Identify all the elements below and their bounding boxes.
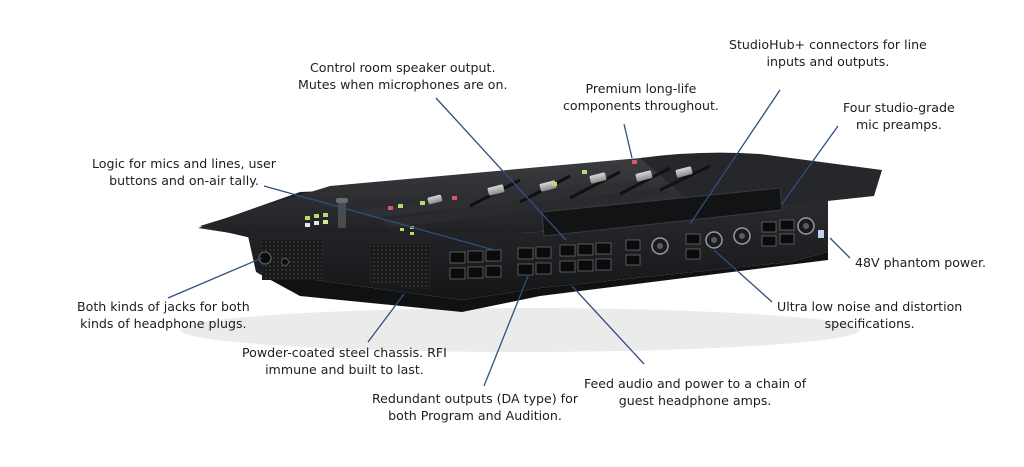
callout-phantom: 48V phantom power. — [855, 254, 986, 271]
callout-studiohub: StudioHub+ connectors for line inputs an… — [729, 36, 927, 70]
callout-line: Redundant outputs (DA type) for — [372, 391, 579, 406]
callout-chassis: Powder-coated steel chassis. RFI immune … — [242, 344, 447, 378]
callout-line: 48V phantom power. — [855, 255, 987, 270]
callout-speaker-output: Control room speaker output. Mutes when … — [298, 59, 507, 93]
callout-line: StudioHub+ connectors for line — [729, 37, 927, 52]
callout-line: components throughout. — [563, 98, 719, 113]
callout-line: kinds of headphone plugs. — [80, 316, 247, 331]
vent-grille-2 — [370, 244, 430, 290]
callout-line: Four studio-grade — [843, 100, 955, 115]
callout-line: Logic for mics and lines, user — [92, 156, 276, 171]
callout-preamps: Four studio-grade mic preamps. — [843, 99, 955, 133]
callout-line: Premium long-life — [585, 81, 697, 96]
control-knob — [338, 200, 346, 228]
callout-line: both Program and Audition. — [388, 408, 562, 423]
callout-redundant: Redundant outputs (DA type) for both Pro… — [372, 390, 578, 424]
callout-line: Powder-coated steel chassis. RFI — [242, 345, 447, 360]
callout-line: Mutes when microphones are on. — [298, 77, 508, 92]
callout-line: guest headphone amps. — [618, 393, 772, 408]
xlr-connectors — [651, 217, 815, 255]
callout-components: Premium long-life components throughout. — [563, 80, 719, 114]
headphone-jack-large — [258, 251, 272, 265]
callout-logic: Logic for mics and lines, user buttons a… — [92, 155, 276, 189]
callout-feed: Feed audio and power to a chain of guest… — [584, 375, 806, 409]
callout-jacks: Both kinds of jacks for both kinds of he… — [77, 298, 250, 332]
callout-line: Both kinds of jacks for both — [77, 299, 250, 314]
callout-line: Control room speaker output. — [310, 60, 496, 75]
headphone-jack-small — [281, 258, 289, 266]
knob-cap — [336, 198, 348, 203]
callout-line: specifications. — [824, 316, 915, 331]
callout-noise: Ultra low noise and distortion specifica… — [777, 298, 962, 332]
phantom-switch — [818, 230, 824, 238]
rj45-ports — [449, 219, 795, 280]
callout-line: Feed audio and power to a chain of — [584, 376, 807, 391]
callout-line: inputs and outputs. — [766, 54, 890, 69]
callout-line: immune and built to last. — [265, 362, 424, 377]
callout-line: mic preamps. — [855, 117, 942, 132]
callout-line: buttons and on-air tally. — [109, 173, 259, 188]
callout-line: Ultra low noise and distortion — [777, 299, 963, 314]
